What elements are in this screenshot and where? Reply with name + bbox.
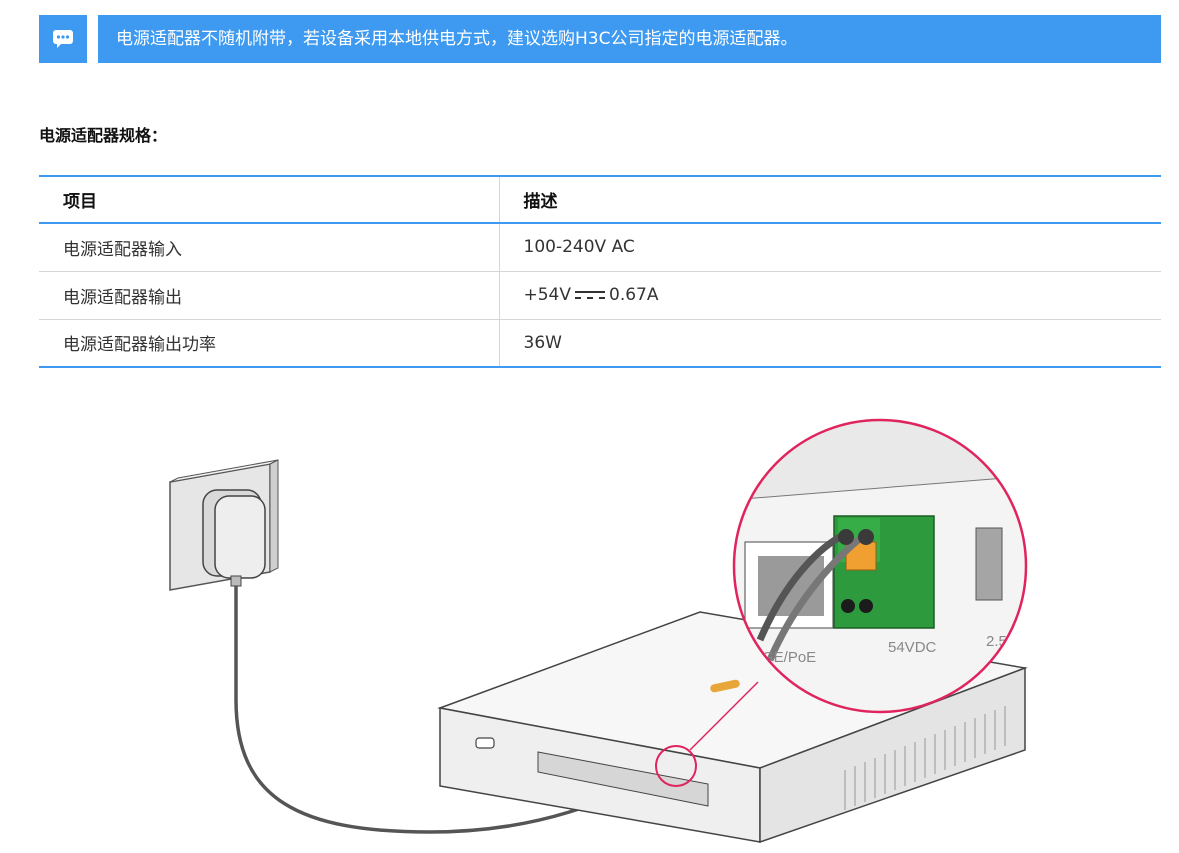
row-item: 电源适配器输入 xyxy=(39,223,500,271)
row-desc: +54V 0.67A xyxy=(499,271,1161,319)
magnified-port-view: GE/PoE 54VDC 2.5 xyxy=(732,418,1028,714)
row-item: 电源适配器输出 xyxy=(39,271,500,319)
row-item: 电源适配器输出功率 xyxy=(39,319,500,367)
desc-suffix: 0.67A xyxy=(609,285,659,305)
dc-symbol-icon xyxy=(575,291,606,299)
installation-illustration: GE/PoE 54VDC 2.5 xyxy=(169,418,1028,844)
note-text: 电源适配器不随机附带，若设备采用本地供电方式，建议选购H3C公司指定的电源适配器… xyxy=(98,15,1161,63)
table-row: 电源适配器输入 100-240V AC xyxy=(39,223,1161,271)
column-header-desc: 描述 xyxy=(523,192,558,212)
row-desc: 100-240V AC xyxy=(523,237,635,258)
table-row: 电源适配器输出功率 36W xyxy=(39,319,1161,367)
table-header-row: 项目 描述 xyxy=(39,176,1161,223)
table-row: 电源适配器输出 +54V 0.67A xyxy=(39,271,1161,319)
spec-table: 项目 描述 电源适配器输入 100-240V AC 电源适配器输出 +54V 0… xyxy=(39,175,1161,368)
section-title: 电源适配器规格： xyxy=(39,126,168,145)
port-label-54vdc: 54VDC xyxy=(888,639,937,656)
desc-prefix: +54V xyxy=(523,285,572,305)
port-label-ge-poe: GE/PoE xyxy=(762,649,816,666)
chat-bubble-icon xyxy=(53,30,73,48)
row-desc: 36W xyxy=(523,332,562,353)
column-header-item: 项目 xyxy=(39,176,500,223)
port-highlight-small xyxy=(655,745,697,787)
power-adapter xyxy=(202,489,266,587)
note-icon xyxy=(39,15,87,63)
